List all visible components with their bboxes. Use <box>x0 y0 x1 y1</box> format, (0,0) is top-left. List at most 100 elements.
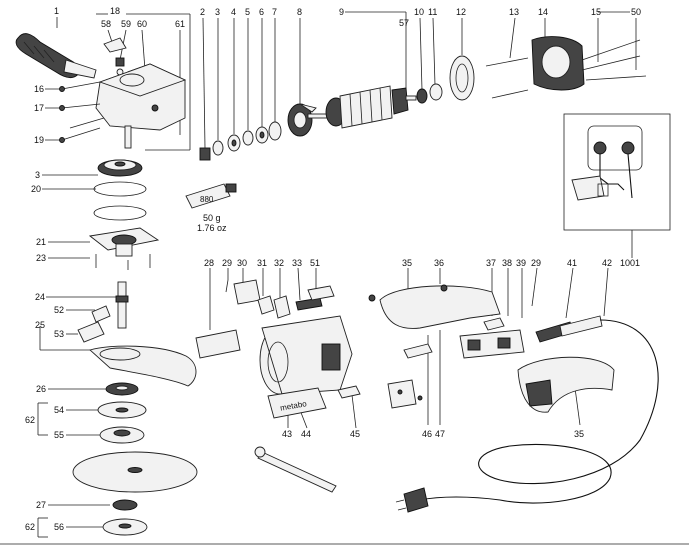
callout-41: 41 <box>567 258 577 268</box>
callout-47: 47 <box>435 429 445 439</box>
callout-29-right: 29 <box>531 258 541 268</box>
callout-6: 6 <box>259 7 264 17</box>
callout-1001: 1001 <box>620 258 640 268</box>
switch-small-parts <box>225 279 335 319</box>
callout-17: 17 <box>34 103 44 113</box>
callout-46: 46 <box>422 429 432 439</box>
leader-lines <box>37 11 637 538</box>
callout-9: 9 <box>339 7 344 17</box>
callout-10: 10 <box>414 7 424 17</box>
callout-20: 20 <box>31 184 41 194</box>
bevel-gear <box>97 159 143 177</box>
callout-35-bottom: 35 <box>574 429 584 439</box>
callout-37: 37 <box>486 258 496 268</box>
callout-7: 7 <box>272 7 277 17</box>
callout-28: 28 <box>204 258 214 268</box>
callout-24: 24 <box>35 292 45 302</box>
callout-11: 11 <box>428 7 437 17</box>
callout-13: 13 <box>509 7 519 17</box>
housing-screws <box>59 81 105 143</box>
callout-2: 2 <box>200 7 205 17</box>
callout-29-left: 29 <box>222 258 232 268</box>
gear-head-housing <box>95 63 187 149</box>
callout-25: 25 <box>35 320 45 330</box>
callout-50: 50 <box>631 7 641 17</box>
field-coil <box>531 36 585 91</box>
callout-59: 59 <box>121 19 131 29</box>
flange-set <box>97 382 147 444</box>
grinding-disc <box>72 451 198 493</box>
callout-12: 12 <box>456 7 466 17</box>
callout-4: 4 <box>231 7 236 17</box>
wheel-guard <box>89 345 197 387</box>
grease-weight-imperial: 1.76 oz <box>197 223 227 233</box>
callout-5: 5 <box>245 7 250 17</box>
wiring-detail <box>563 113 671 231</box>
spindle-lock-parts <box>103 37 127 76</box>
cable-sleeve <box>535 315 603 343</box>
callout-52: 52 <box>54 305 64 315</box>
tag-45 <box>337 385 361 399</box>
callout-19: 19 <box>34 135 44 145</box>
spindle <box>77 281 129 343</box>
o-rings <box>93 181 147 221</box>
rear-handle-half <box>368 284 501 359</box>
callout-44: 44 <box>301 429 311 439</box>
label-sheet <box>195 329 241 359</box>
motor-housing <box>259 315 353 395</box>
callout-labels: 1 18 58 59 60 61 2 3 4 5 6 7 8 9 57 10 1… <box>25 6 641 532</box>
bearing-flange <box>88 227 160 270</box>
callout-38: 38 <box>502 258 512 268</box>
callout-53: 53 <box>54 329 64 339</box>
callout-58: 58 <box>101 19 111 29</box>
rear-handle-outer <box>517 356 615 413</box>
rubber-ring <box>449 55 475 101</box>
callout-16: 16 <box>34 84 44 94</box>
armature-bearings <box>416 83 443 104</box>
callout-1: 1 <box>54 6 59 16</box>
callout-3-left: 3 <box>35 170 40 180</box>
callout-15: 15 <box>591 7 601 17</box>
callout-42: 42 <box>602 258 612 268</box>
callout-60: 60 <box>137 19 147 29</box>
callout-39: 39 <box>516 258 526 268</box>
callout-57: 57 <box>399 18 409 28</box>
clamp-nut-set <box>102 499 148 536</box>
callout-18: 18 <box>110 6 120 16</box>
grease-tube: 880 50 g 1.76 oz <box>185 183 237 233</box>
fan <box>287 103 317 137</box>
cover-plate <box>387 379 423 409</box>
callout-27: 27 <box>36 500 46 510</box>
side-handle <box>15 33 97 79</box>
callout-62-upper: 62 <box>25 415 35 425</box>
field-screws <box>485 57 529 99</box>
nameplate: metabo <box>267 387 327 419</box>
callout-55: 55 <box>54 430 64 440</box>
callout-51: 51 <box>310 258 320 268</box>
pin-wrench <box>254 446 337 493</box>
callout-21: 21 <box>36 237 46 247</box>
callout-26: 26 <box>36 384 46 394</box>
power-cord <box>395 319 659 513</box>
callout-61: 61 <box>175 19 185 29</box>
armature <box>307 85 417 129</box>
switch-block <box>459 317 525 359</box>
callout-56: 56 <box>54 522 64 532</box>
carbon-brush-wires <box>581 39 647 81</box>
callout-8: 8 <box>297 7 302 17</box>
grease-tube-label: 880 <box>200 195 214 204</box>
callout-33: 33 <box>292 258 302 268</box>
callout-31: 31 <box>257 258 267 268</box>
callout-3-top: 3 <box>215 7 220 17</box>
callout-62-lower: 62 <box>25 522 35 532</box>
callout-54: 54 <box>54 405 64 415</box>
callout-32: 32 <box>274 258 284 268</box>
bearing-washers <box>199 121 282 161</box>
callout-35-top: 35 <box>402 258 412 268</box>
callout-23: 23 <box>36 253 46 263</box>
callout-30: 30 <box>237 258 247 268</box>
callout-14: 14 <box>538 7 548 17</box>
callout-36: 36 <box>434 258 444 268</box>
